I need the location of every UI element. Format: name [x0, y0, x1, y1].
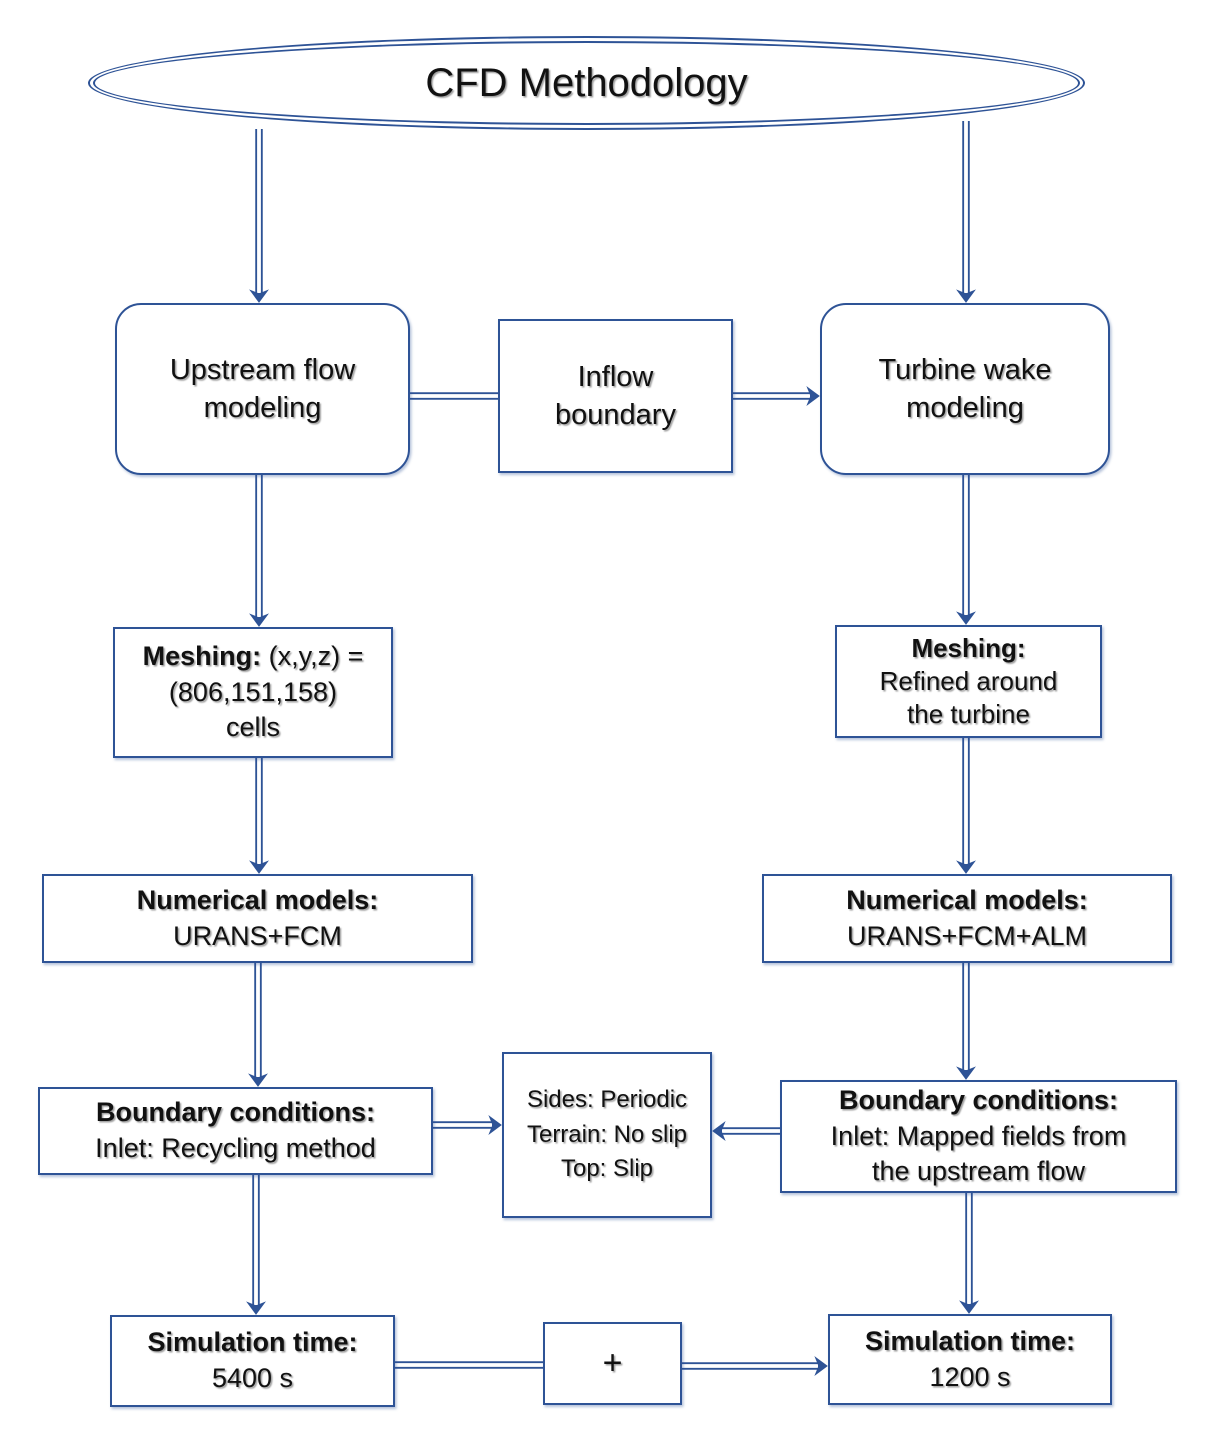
- node-boundary-left-title: Boundary conditions:: [96, 1097, 375, 1128]
- node-inflow-line1: Inflow: [577, 360, 654, 393]
- node-boundary-conditions-left: Boundary conditions: Inlet: Recycling me…: [38, 1087, 433, 1175]
- node-boundary-right-title: Boundary conditions:: [839, 1085, 1118, 1116]
- connector-root-to-turbine: [956, 121, 976, 303]
- connector-numerical-right-to-boundary-right: [956, 963, 976, 1080]
- node-boundary-conditions-middle: Sides: Periodic Terrain: No slip Top: Sl…: [502, 1052, 712, 1218]
- node-plus-label: +: [602, 1344, 623, 1383]
- connector-meshing-right-to-numerical-right: [956, 738, 976, 874]
- connector-root-to-upstream: [249, 129, 269, 303]
- node-meshing-right: Meshing: Refined around the turbine: [835, 625, 1102, 738]
- node-boundary-middle-line2: Terrain: No slip: [526, 1120, 688, 1148]
- node-numerical-models-right: Numerical models: URANS+FCM+ALM: [762, 874, 1172, 963]
- node-simulation-time-left: Simulation time: 5400 s: [110, 1315, 395, 1407]
- node-meshing-left-line1: Meshing: (x,y,z) =: [143, 639, 364, 675]
- connector-upstream-to-meshing-left: [249, 475, 269, 627]
- node-plus: +: [543, 1322, 682, 1405]
- node-numerical-models-left: Numerical models: URANS+FCM: [42, 874, 473, 963]
- node-meshing-left-title: Meshing:: [142, 641, 262, 672]
- node-sim-right-title: Simulation time:: [864, 1325, 1075, 1356]
- node-boundary-right-line2: Inlet: Mapped fields from: [830, 1120, 1127, 1151]
- node-cfd-methodology-label: CFD Methodology: [425, 60, 748, 105]
- node-upstream-flow-modeling: Upstream flow modeling: [115, 303, 410, 475]
- connector-boundary-right-to-middle: [712, 1121, 780, 1141]
- connector-meshing-left-to-numerical-left: [249, 758, 269, 874]
- node-boundary-right-line3: the upstream flow: [871, 1156, 1086, 1187]
- node-numerical-left-title: Numerical models:: [136, 884, 379, 915]
- connector-boundary-left-to-sim-left: [246, 1175, 266, 1315]
- node-turbine-line1: Turbine wake: [878, 353, 1052, 386]
- node-inflow-line2: boundary: [555, 399, 676, 431]
- node-boundary-conditions-right: Boundary conditions: Inlet: Mapped field…: [780, 1080, 1177, 1193]
- node-inflow-boundary: Inflow boundary: [498, 319, 733, 473]
- node-meshing-right-title: Meshing:: [911, 632, 1026, 663]
- node-meshing-left-title-rest: (x,y,z) =: [261, 641, 364, 672]
- node-boundary-left-line2: Inlet: Recycling method: [95, 1133, 376, 1163]
- node-meshing-left-line2: (806,151,158): [168, 676, 338, 707]
- node-meshing-left: Meshing: (x,y,z) = (806,151,158) cells: [113, 627, 393, 758]
- node-numerical-right-line2: URANS+FCM+ALM: [846, 920, 1088, 951]
- node-turbine-wake-modeling: Turbine wake modeling: [820, 303, 1110, 475]
- node-numerical-left-line2: URANS+FCM: [173, 920, 342, 951]
- node-sim-left-title: Simulation time:: [147, 1327, 358, 1358]
- node-sim-right-line2: 1200 s: [929, 1361, 1011, 1392]
- connector-boundary-left-to-middle: [433, 1115, 502, 1135]
- node-boundary-middle-line1: Sides: Periodic: [526, 1085, 688, 1113]
- node-meshing-left-line3: cells: [225, 712, 280, 743]
- node-boundary-middle-line3: Top: Slip: [560, 1155, 654, 1183]
- node-numerical-right-title: Numerical models:: [846, 884, 1088, 915]
- connector-boundary-right-to-sim-right: [959, 1193, 979, 1314]
- connector-numerical-left-to-boundary-left: [248, 963, 268, 1087]
- connector-plus-to-sim-right: [682, 1356, 828, 1376]
- node-simulation-time-right: Simulation time: 1200 s: [828, 1314, 1112, 1405]
- node-upstream-line1: Upstream flow: [169, 353, 356, 386]
- node-upstream-line2: modeling: [203, 392, 322, 424]
- node-turbine-line2: modeling: [906, 392, 1024, 424]
- connector-turbine-to-meshing-right: [956, 475, 976, 625]
- node-meshing-right-line3: the turbine: [907, 699, 1030, 730]
- node-meshing-right-line2: Refined around: [879, 665, 1058, 696]
- connector-inflow-to-turbine: [733, 386, 820, 406]
- node-sim-left-line2: 5400 s: [211, 1363, 294, 1393]
- node-cfd-methodology: CFD Methodology: [88, 36, 1085, 130]
